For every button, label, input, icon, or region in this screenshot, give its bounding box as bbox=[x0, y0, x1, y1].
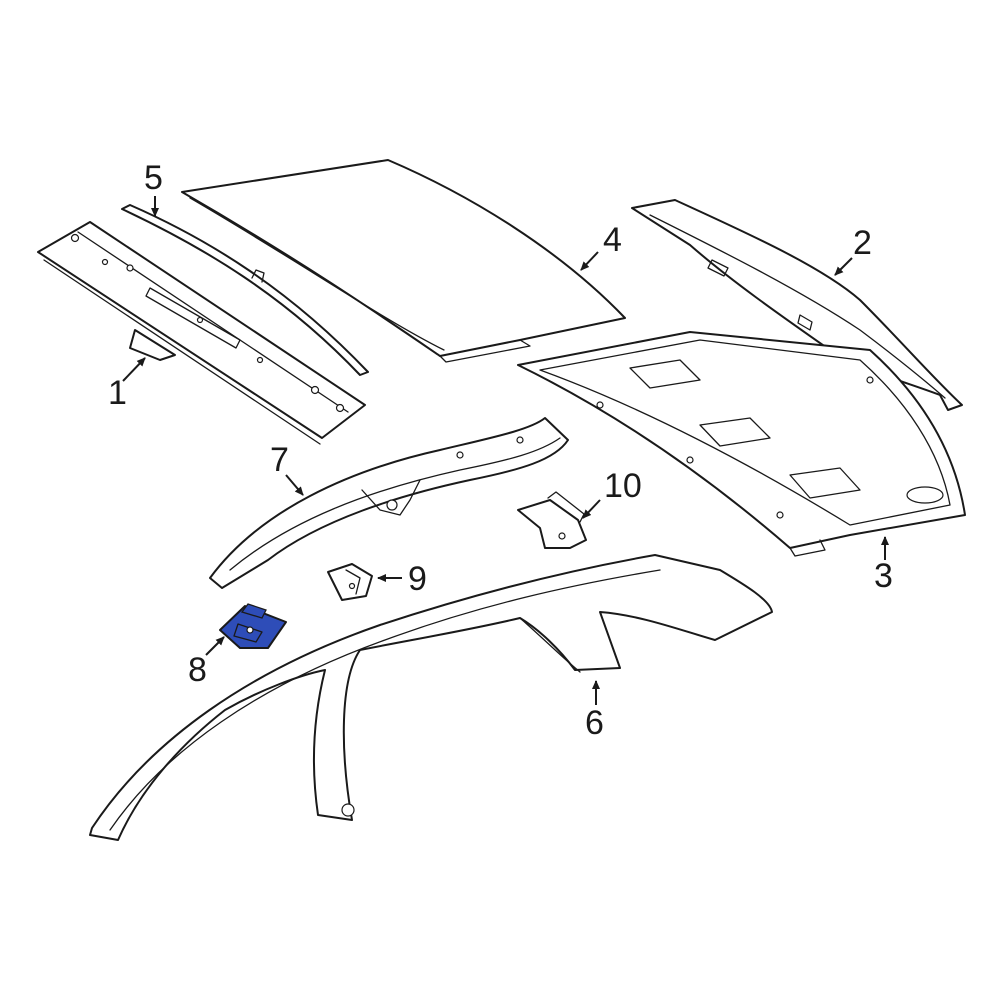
callout-4[interactable]: 4 bbox=[603, 221, 622, 259]
front-header-part bbox=[37, 221, 366, 445]
bracket-10-part bbox=[517, 491, 587, 549]
callout-8[interactable]: 8 bbox=[188, 651, 207, 689]
callout-9[interactable]: 9 bbox=[408, 560, 427, 598]
callout-5[interactable]: 5 bbox=[144, 159, 163, 197]
leader-line-4 bbox=[580, 251, 599, 271]
leader-line-2 bbox=[834, 257, 853, 276]
callout-2[interactable]: 2 bbox=[853, 224, 872, 262]
callout-6[interactable]: 6 bbox=[585, 704, 604, 742]
callout-1[interactable]: 1 bbox=[108, 374, 127, 412]
leader-line-10 bbox=[582, 499, 601, 519]
rear-roof-bow-part bbox=[517, 331, 966, 557]
callout-7[interactable]: 7 bbox=[270, 441, 289, 479]
body-side-outer-part bbox=[89, 554, 773, 841]
leader-line-8 bbox=[205, 636, 225, 656]
bracket-8-part[interactable] bbox=[219, 603, 287, 649]
callout-3[interactable]: 3 bbox=[874, 557, 893, 595]
leader-line-7 bbox=[285, 474, 304, 496]
roof-panel-part bbox=[181, 159, 626, 363]
leader-lines bbox=[122, 196, 889, 705]
roof-molding-part bbox=[121, 204, 369, 376]
bracket-9-part bbox=[327, 563, 373, 601]
roof-rail-inner-part bbox=[209, 417, 569, 589]
callout-10[interactable]: 10 bbox=[604, 467, 642, 505]
callout-labels: 1 2 3 4 5 6 7 8 9 10 bbox=[108, 159, 893, 742]
leader-line-1 bbox=[122, 357, 146, 382]
